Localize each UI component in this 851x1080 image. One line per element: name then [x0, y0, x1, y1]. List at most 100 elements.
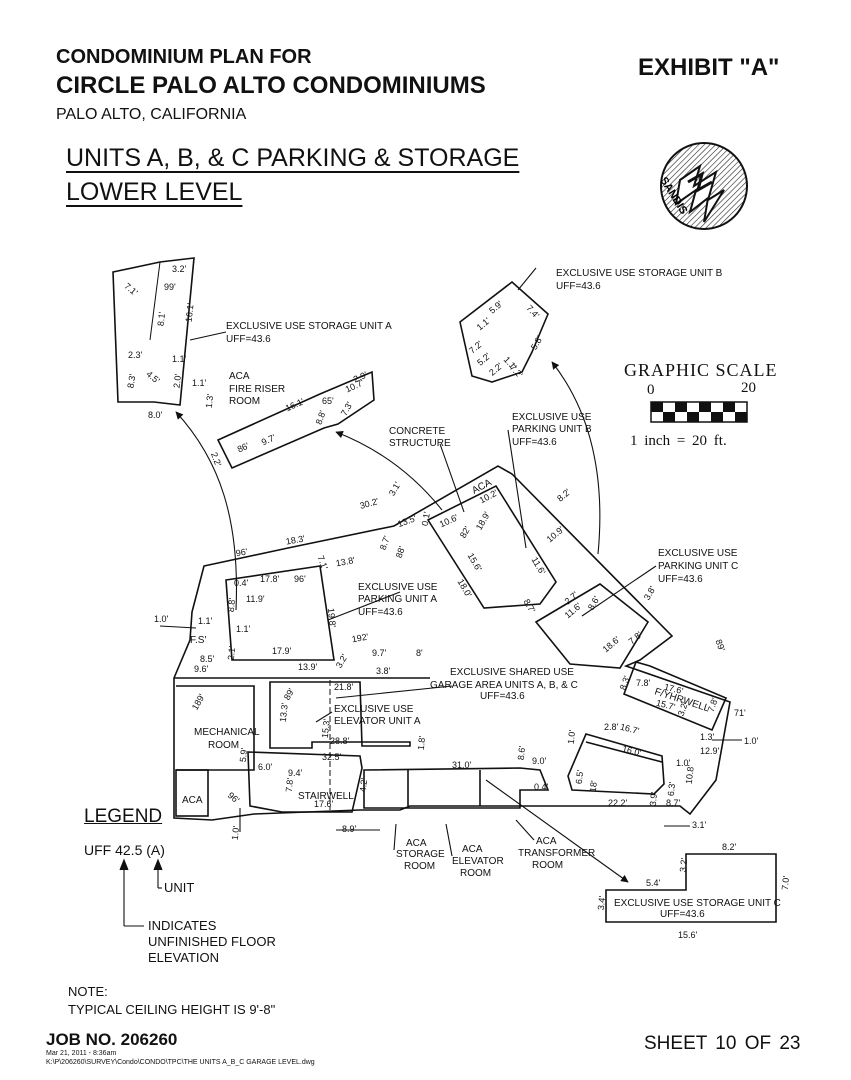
graphic-scale-end: 20: [741, 380, 756, 396]
svg-text:13.5': 13.5': [396, 513, 418, 529]
graphic-scale-title: GRAPHIC SCALE: [624, 360, 778, 380]
svg-text:STRUCTURE: STRUCTURE: [389, 438, 451, 449]
svg-text:7.8': 7.8': [706, 696, 720, 713]
svg-text:99': 99': [164, 282, 176, 292]
svg-text:71': 71': [734, 708, 746, 718]
svg-text:13.8': 13.8': [335, 555, 356, 568]
svg-text:FIRE RISER: FIRE RISER: [229, 384, 285, 395]
svg-text:3.1': 3.1': [692, 820, 707, 830]
svg-text:8.2': 8.2': [722, 842, 737, 852]
legend-sample: UFF 42.5 (A): [84, 842, 165, 858]
svg-text:8.7': 8.7': [666, 798, 681, 808]
mechanical-label: MECHANICAL: [194, 727, 260, 738]
svg-text:8.3': 8.3': [125, 373, 137, 389]
svg-text:8.7': 8.7': [378, 534, 392, 551]
svg-text:ROOM: ROOM: [460, 868, 491, 879]
svg-text:10.8': 10.8': [684, 764, 696, 784]
svg-text:0.4': 0.4': [534, 782, 549, 792]
svg-text:16.0': 16.0': [621, 744, 642, 758]
svg-text:3.4': 3.4': [596, 895, 607, 910]
svg-text:15.3': 15.3': [320, 718, 332, 738]
svg-text:15.6': 15.6': [466, 551, 484, 573]
flyrwell-outline: [622, 661, 728, 732]
svg-text:15.7': 15.7': [655, 698, 676, 712]
parking-b-label: EXCLUSIVE USE: [512, 412, 592, 423]
svg-text:8.8': 8.8': [314, 409, 328, 426]
graphic-scale-start: 0: [647, 382, 655, 398]
svg-text:3.2': 3.2': [334, 652, 350, 670]
svg-text:1.0': 1.0': [230, 825, 241, 840]
svg-text:17.6': 17.6': [663, 682, 684, 696]
svg-text:8': 8': [416, 648, 423, 658]
svg-text:12.9': 12.9': [700, 746, 720, 756]
parking-c-label: EXCLUSIVE USE: [658, 548, 738, 559]
job-number: JOB NO. 206260: [46, 1030, 178, 1049]
svg-text:18.3': 18.3': [285, 533, 306, 546]
svg-text:17.8': 17.8': [260, 574, 280, 584]
legend-unit-label: UNIT: [164, 880, 195, 895]
svg-text:STORAGE: STORAGE: [396, 849, 445, 860]
aca-small-room: [175, 769, 209, 817]
svg-text:2.3': 2.3': [128, 350, 143, 360]
svg-text:28.8': 28.8': [330, 736, 350, 746]
svg-text:16.1': 16.1': [184, 302, 196, 322]
concrete-label: CONCRETE: [389, 426, 445, 437]
svg-text:22.2': 22.2': [608, 798, 628, 808]
svg-text:21.8': 21.8': [334, 682, 354, 692]
svg-text:UFF=43.6: UFF=43.6: [512, 437, 557, 448]
svg-text:8.0': 8.0': [148, 410, 163, 420]
svg-text:TRANSFORMER: TRANSFORMER: [518, 848, 595, 859]
svg-text:1.0': 1.0': [566, 729, 577, 744]
fire-riser-room-outline: [216, 370, 375, 470]
svg-text:10.9': 10.9': [545, 524, 566, 544]
svg-text:32.5': 32.5': [322, 752, 342, 762]
svg-text:ELEVATOR UNIT A: ELEVATOR UNIT A: [334, 716, 421, 727]
timestamp: Mar 21, 2011 - 8:36am: [46, 1050, 117, 1057]
svg-text:0.4': 0.4': [234, 578, 249, 588]
svg-text:89': 89': [282, 686, 297, 701]
dimension-labels: 3.2' 7.1' 99' 16.1' 8.1' 2.3' 1.1' 8.3' …: [122, 264, 791, 940]
svg-text:ROOM: ROOM: [532, 860, 563, 871]
svg-text:13.3': 13.3': [278, 702, 290, 722]
parking-unit-c-outline: [534, 583, 650, 669]
svg-text:UFF=43.6: UFF=43.6: [358, 607, 403, 618]
svg-text:3.2': 3.2': [678, 857, 689, 872]
svg-text:89': 89': [714, 638, 728, 653]
svg-text:15.6': 15.6': [678, 930, 698, 940]
svg-text:1.1': 1.1': [172, 354, 187, 364]
svg-text:17.6': 17.6': [314, 799, 334, 809]
svg-text:8.2': 8.2': [555, 487, 573, 504]
svg-text:5.9': 5.9': [238, 747, 249, 762]
svg-text:6.5': 6.5': [574, 769, 585, 784]
elevator-unit-a-outline: [269, 681, 411, 749]
svg-text:11.9': 11.9': [246, 594, 265, 604]
stairwell-outline: [247, 751, 363, 813]
legend-indicates: INDICATES UNFINISHED FLOOR ELEVATION: [148, 918, 276, 965]
svg-text:UFF=43.6: UFF=43.6: [660, 909, 705, 920]
svg-text:16.1': 16.1': [284, 396, 306, 413]
svg-text:4.2': 4.2': [358, 777, 369, 792]
subtitle-line-2: LOWER LEVEL: [66, 178, 243, 206]
svg-text:PARKING UNIT A: PARKING UNIT A: [358, 594, 437, 605]
svg-text:8.7': 8.7': [522, 597, 538, 615]
svg-text:1.0': 1.0': [676, 758, 691, 768]
svg-text:10.7': 10.7': [344, 377, 366, 394]
svg-text:PARKING UNIT C: PARKING UNIT C: [658, 561, 738, 572]
svg-text:2.2': 2.2': [487, 361, 505, 378]
svg-text:ROOM: ROOM: [208, 740, 239, 751]
svg-text:2.2': 2.2': [209, 451, 223, 468]
svg-text:4.5': 4.5': [144, 369, 162, 386]
svg-text:3.2': 3.2': [172, 264, 187, 274]
area-labels: EXCLUSIVE USE STORAGE UNIT A UFF=43.6 EX…: [182, 268, 781, 920]
storage-a-label: EXCLUSIVE USE STORAGE UNIT A: [226, 321, 392, 332]
svg-text:3.1': 3.1': [387, 480, 403, 498]
north-arrow-logo: SANDIS: [657, 142, 748, 230]
storage-unit-c-outline: [605, 853, 777, 923]
svg-text:96': 96': [235, 546, 249, 558]
svg-text:1.1': 1.1': [475, 315, 493, 332]
storage-unit-b-outline: [459, 280, 549, 383]
note-title: NOTE:: [68, 984, 108, 999]
svg-text:7.8': 7.8': [636, 678, 651, 688]
aca-storage-label: ACA: [406, 838, 427, 849]
svg-text:9.7': 9.7': [372, 648, 387, 658]
